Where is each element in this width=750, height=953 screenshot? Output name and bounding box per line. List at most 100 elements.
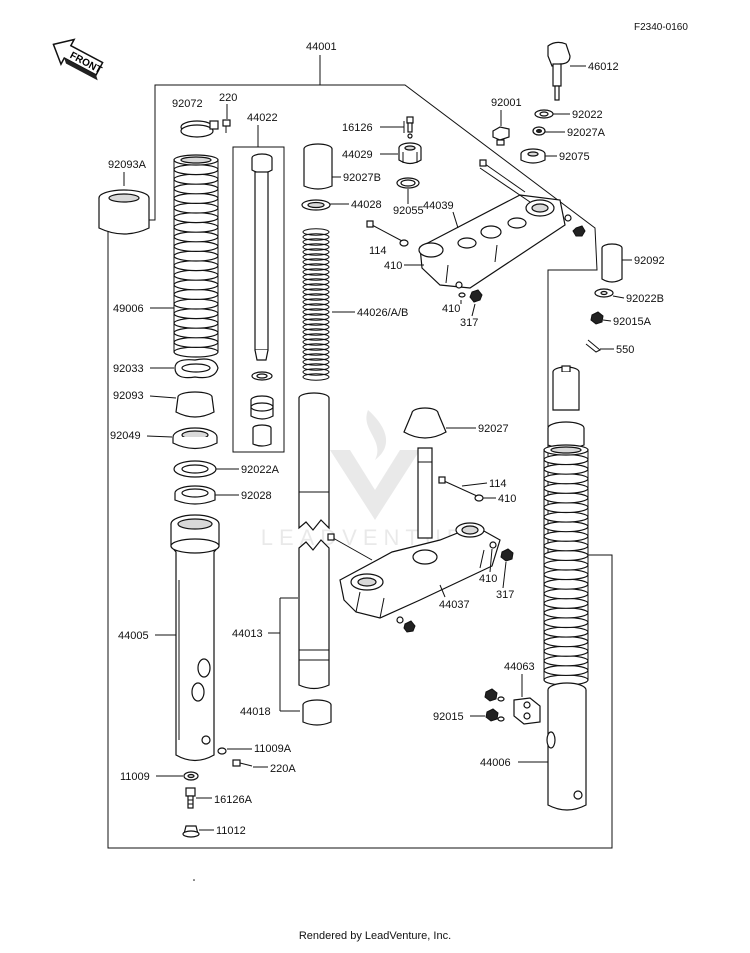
part-44039-upper-clamp[interactable]	[418, 167, 566, 289]
label-44001: 44001	[306, 41, 337, 53]
part-92027A-collar[interactable]	[532, 126, 546, 136]
part-92092-collar[interactable]	[601, 243, 623, 283]
part-317-nut-upper[interactable]	[469, 289, 483, 303]
part-92033-band[interactable]	[174, 358, 219, 379]
part-220-screw[interactable]	[222, 119, 231, 133]
label-550: 550	[616, 344, 634, 356]
label-44013: 44013	[232, 628, 263, 640]
label-44006: 44006	[480, 757, 511, 769]
label-44018: 44018	[240, 706, 271, 718]
label-44039: 44039	[423, 200, 454, 212]
part-44037-steering-stem[interactable]	[339, 447, 501, 619]
label-92093A: 92093A	[108, 159, 147, 171]
part-92015A-nut[interactable]	[590, 311, 604, 325]
label-44022: 44022	[247, 112, 278, 124]
part-92028-bushing[interactable]	[174, 485, 216, 505]
label-92033: 92033	[113, 363, 144, 375]
label-92015: 92015	[433, 711, 464, 723]
part-317-nut-lower[interactable]	[500, 548, 514, 562]
watermark-logo: LEADVENTURE	[261, 410, 483, 550]
part-44005-outer-tube[interactable]	[170, 514, 220, 762]
label-92022A: 92022A	[241, 464, 280, 476]
part-right-fork-boot[interactable]	[543, 444, 589, 686]
part-44029-cap[interactable]	[398, 142, 422, 165]
label-92049: 92049	[110, 430, 141, 442]
label-410-upper-b: 410	[442, 303, 460, 315]
part-410-washer-lower-a[interactable]	[474, 494, 484, 502]
part-44018-bushing[interactable]	[302, 699, 332, 726]
part-410-washer-lower-b[interactable]	[489, 541, 497, 549]
part-410-washer-upper-b[interactable]	[455, 281, 466, 298]
label-92072: 92072	[172, 98, 203, 110]
label-46012: 46012	[588, 61, 619, 73]
label-11012: 11012	[216, 825, 246, 837]
label-317-lower: 317	[496, 589, 514, 601]
label-92027: 92027	[478, 423, 509, 435]
part-nut-clamp-right[interactable]	[564, 214, 586, 237]
front-arrow-icon: FRONT	[52, 38, 104, 81]
part-92022-washer[interactable]	[534, 109, 554, 119]
part-right-inner-tube[interactable]	[547, 365, 585, 450]
label-44063: 44063	[504, 661, 535, 673]
part-11012-cap[interactable]	[182, 825, 200, 838]
part-16126A-valve[interactable]	[185, 787, 196, 809]
label-92015A: 92015A	[613, 316, 652, 328]
label-92055: 92055	[393, 205, 424, 217]
label-92093: 92093	[113, 390, 144, 402]
part-550-cotter-pin[interactable]	[585, 339, 601, 353]
label-92001: 92001	[491, 97, 522, 109]
part-bolt-stem-lower[interactable]	[327, 533, 373, 561]
part-16126-valve[interactable]	[406, 116, 414, 139]
label-44028: 44028	[351, 199, 382, 211]
part-44022-cylinder-kit[interactable]	[232, 146, 285, 453]
part-nut-stem-front[interactable]	[396, 616, 416, 633]
part-46012-bolt[interactable]	[547, 41, 571, 101]
part-92015-nuts[interactable]	[484, 688, 505, 722]
label-220: 220	[219, 92, 237, 104]
part-114-bolt-upper[interactable]	[366, 220, 405, 243]
label-44037: 44037	[439, 599, 470, 611]
label-114-lower: 114	[489, 478, 507, 490]
label-410-lower-b: 410	[479, 573, 497, 585]
part-92075-bushing[interactable]	[520, 148, 546, 164]
label-92022: 92022	[572, 109, 603, 121]
label-92092: 92092	[634, 255, 665, 267]
part-44013-inner-tube[interactable]	[298, 392, 330, 690]
label-16126: 16126	[342, 122, 373, 134]
part-bolt-long[interactable]	[479, 159, 526, 193]
part-92001-bolt[interactable]	[492, 126, 510, 146]
part-92055-o-ring[interactable]	[396, 177, 420, 189]
label-92027A: 92027A	[567, 127, 606, 139]
part-92093-oil-seal[interactable]	[175, 391, 215, 418]
part-220A-bolt[interactable]	[232, 759, 253, 767]
part-114-bolt-lower[interactable]	[438, 476, 478, 497]
part-92093A-dust-seal[interactable]	[98, 189, 150, 235]
label-114-upper: 114	[369, 245, 387, 257]
part-11009A-gasket[interactable]	[217, 747, 227, 755]
part-92022A-washer[interactable]	[173, 460, 217, 478]
label-16126A: 16126A	[214, 794, 253, 806]
part-11009-gasket[interactable]	[183, 771, 199, 781]
label-410-upper-a: 410	[384, 260, 402, 272]
label-92075: 92075	[559, 151, 590, 163]
label-44026: 44026/A/B	[357, 307, 408, 319]
part-44026-spring[interactable]	[302, 228, 330, 381]
part-92027-steering-bushing[interactable]	[403, 407, 447, 439]
label-220A: 220A	[270, 763, 296, 775]
label-49006: 49006	[113, 303, 144, 315]
label-92028: 92028	[241, 490, 272, 502]
part-44028-seat[interactable]	[301, 199, 331, 211]
part-44063-axle-holder[interactable]	[513, 697, 541, 725]
part-92049-seal[interactable]	[172, 427, 218, 450]
part-92027B-spacer[interactable]	[303, 143, 333, 190]
part-49006-fork-boot[interactable]	[173, 154, 219, 358]
document-id: F2340-0160	[634, 22, 688, 33]
part-410-washer-upper-a[interactable]	[399, 239, 409, 247]
part-92072-clamp[interactable]	[180, 120, 219, 138]
part-44006-outer-tube[interactable]	[546, 682, 587, 811]
label-92022B: 92022B	[626, 293, 664, 305]
label-92027B: 92027B	[343, 172, 381, 184]
footer-credit: Rendered by LeadVenture, Inc.	[298, 930, 452, 942]
part-92022B-washer[interactable]	[594, 288, 614, 298]
